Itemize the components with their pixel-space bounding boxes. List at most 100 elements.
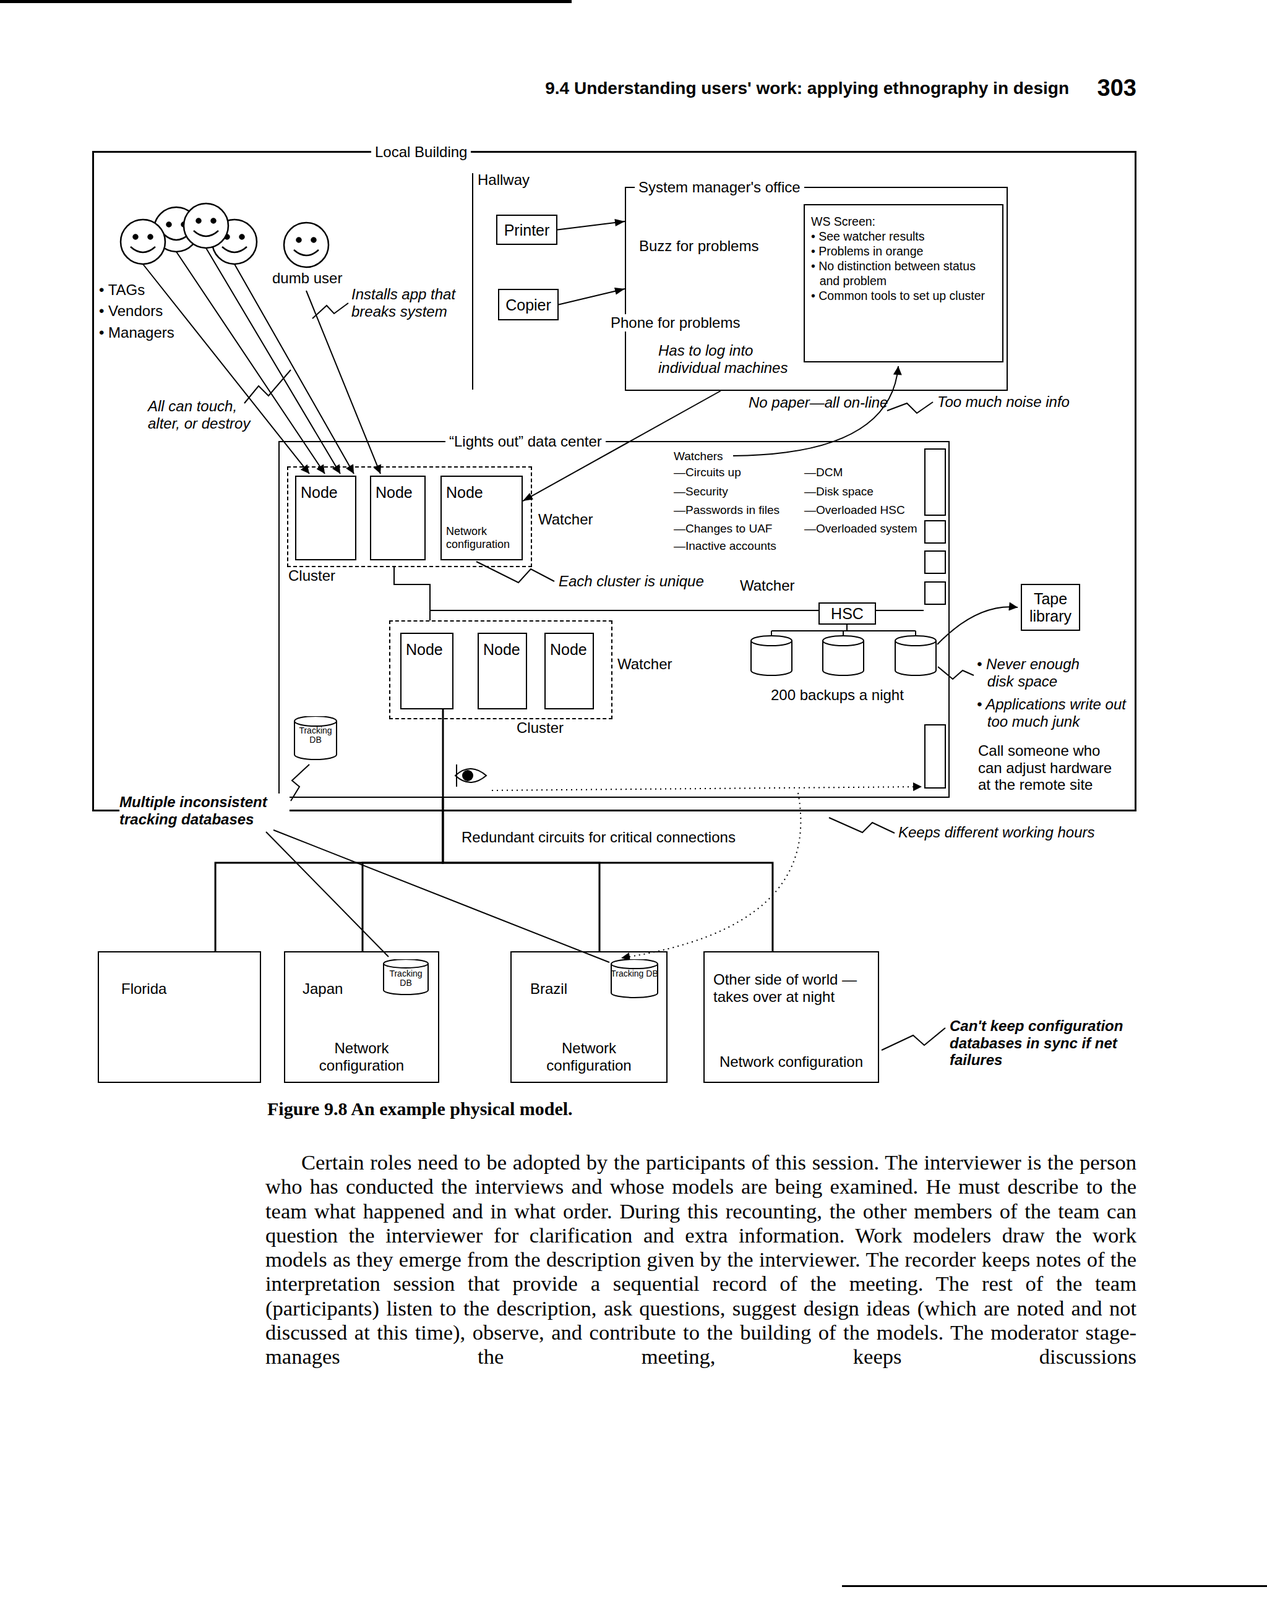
- node-box: NodeNetwork configuration: [440, 475, 523, 561]
- node-text: Local Building: [371, 143, 471, 161]
- hallway-wall: [472, 173, 474, 390]
- connector: [557, 219, 625, 230]
- node-box: Node: [369, 475, 426, 561]
- figure-caption: Figure 9.8 An example physical model.: [267, 1098, 573, 1121]
- equipment-racks: [924, 449, 946, 789]
- access-arrows: [142, 248, 381, 474]
- face-eye: [148, 235, 153, 240]
- annotation-label: Watcher: [538, 511, 593, 529]
- node-text: Tape library: [1022, 590, 1079, 625]
- annotation-label: —Passwords in files: [673, 503, 780, 518]
- database-cylinder: Tracking DB: [382, 959, 429, 996]
- node-text: Tracking DB: [610, 959, 659, 979]
- node-text: • Problems in orange: [811, 243, 997, 259]
- node-text: Node: [405, 640, 448, 659]
- connector-line: [558, 288, 625, 305]
- disk-drive: [822, 635, 864, 676]
- leader-lines: [244, 303, 974, 1051]
- site-box: Other side of world —takes over at night…: [703, 951, 880, 1084]
- leader-line: [937, 666, 974, 680]
- annotation-label: Can't keep configuration databases in sy…: [949, 1017, 1148, 1070]
- annotation-label: Has to log into individual machines: [658, 342, 804, 377]
- cylinder-shape: [383, 959, 429, 995]
- node-text: Network configuration: [704, 1053, 878, 1071]
- rack: [924, 449, 946, 516]
- screen-panel: WS Screen:• See watcher results• Problem…: [803, 204, 1004, 363]
- eye-pupil: [462, 770, 473, 781]
- node-text: Network configuration: [511, 1039, 667, 1075]
- face-eye: [296, 238, 302, 243]
- bus-line: [846, 624, 848, 632]
- disk-drives: [751, 635, 937, 676]
- leader-line: [290, 764, 310, 802]
- device-box: Copier: [498, 288, 559, 321]
- annotation-label: Hallway: [477, 171, 530, 189]
- eye-outline: [455, 768, 487, 783]
- rack: [924, 582, 946, 605]
- face-eye: [311, 238, 317, 243]
- face-smile: [130, 246, 156, 253]
- node-text: • Common tools to set up cluster: [811, 288, 997, 304]
- connector-line: [557, 221, 625, 230]
- leader-line: [476, 561, 555, 583]
- database-cylinder: Tracking DB: [610, 959, 659, 999]
- annotation-label: —Security: [673, 485, 729, 499]
- remote-watch-arrow: [491, 786, 922, 791]
- rack: [924, 725, 946, 789]
- arrowhead: [614, 287, 625, 296]
- face: [283, 222, 329, 268]
- annotation-label: • Vendors: [98, 302, 163, 320]
- annotation-label: • Never enough disk space: [976, 655, 1109, 690]
- annotation-label: Watcher: [739, 577, 795, 595]
- bus-line: [394, 567, 430, 621]
- connector: [442, 798, 773, 952]
- face-eye: [211, 219, 216, 224]
- leader-line: [273, 830, 610, 963]
- bus-line: [914, 631, 917, 636]
- face-smile: [163, 234, 189, 241]
- cylinder-outline: [610, 959, 659, 999]
- connector: [558, 287, 625, 305]
- cylinder-shape: [294, 716, 337, 760]
- body-text: Certain roles need to be adopted by the …: [265, 1150, 1137, 1370]
- leader-line: [828, 817, 895, 834]
- annotation-label: —Inactive accounts: [673, 539, 777, 554]
- leader-line: [244, 369, 291, 404]
- node-text: Node: [375, 483, 421, 502]
- disk-drive: [895, 635, 937, 676]
- annotation-label: Keeps different working hours: [898, 824, 1096, 842]
- page-number: 303: [1097, 74, 1137, 103]
- node-text: Node: [483, 640, 522, 659]
- annotation-label: —DCM: [804, 465, 843, 480]
- page-rule: [0, 0, 572, 4]
- node-text: Cluster: [516, 719, 564, 737]
- annotation-label: —Overloaded HSC: [804, 503, 906, 518]
- node-text: Network configuration: [446, 525, 518, 552]
- node-box: Node: [477, 632, 528, 710]
- node-text: “Lights out” data center: [445, 433, 606, 451]
- annotation-label: dumb user: [272, 269, 343, 288]
- node-text: Node: [300, 483, 351, 502]
- annotation-label: No paper—all on-line: [748, 394, 888, 412]
- node-box: Node: [295, 475, 357, 561]
- annotation-label: • Applications write out too much junk: [976, 695, 1131, 731]
- node-text: Network configuration: [285, 1039, 439, 1075]
- cylinder-shape: [611, 959, 658, 998]
- database-cylinder: Tracking DB: [293, 716, 338, 761]
- connector-label: Buzz for problems: [639, 237, 759, 255]
- bus-line: [770, 631, 773, 636]
- connector-line: [362, 798, 443, 952]
- access-arrow: [234, 264, 354, 474]
- node-text: Printer: [504, 221, 550, 239]
- node-box: Node: [400, 632, 454, 710]
- arrowhead: [614, 219, 625, 227]
- face-eye: [133, 235, 138, 240]
- node-text: HSC: [830, 605, 864, 623]
- node-text: Node: [549, 640, 589, 659]
- face-eye: [167, 222, 172, 228]
- node-text: Florida: [121, 980, 254, 998]
- device-box: Printer: [496, 214, 558, 245]
- cluster-bus: [394, 567, 924, 799]
- site-box: JapanNetwork configurationTracking DB: [283, 951, 440, 1084]
